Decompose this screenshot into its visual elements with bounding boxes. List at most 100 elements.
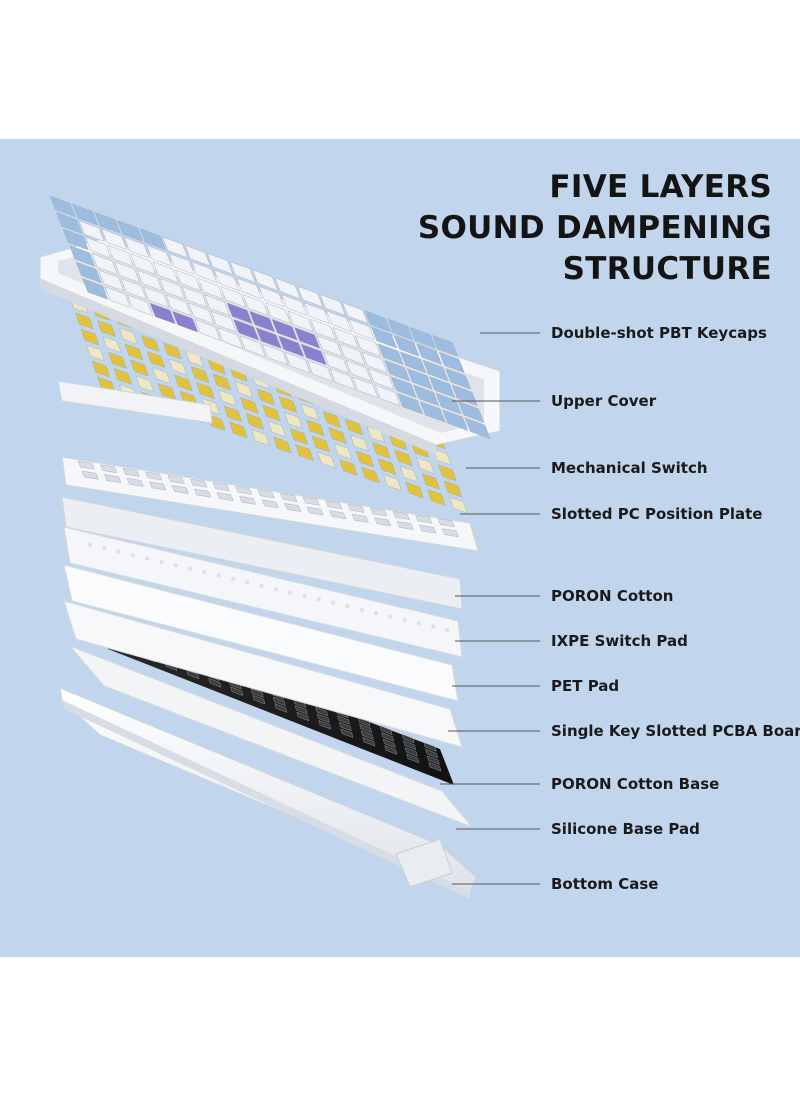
switch [119, 327, 138, 345]
keycap [123, 236, 150, 259]
switch [311, 435, 331, 453]
plate-slot [392, 511, 410, 520]
plate-slot [325, 500, 343, 510]
keycap [114, 261, 141, 284]
foam-slot [252, 694, 266, 705]
foam-slot [337, 715, 351, 725]
bottom-case-layer [59, 687, 477, 899]
pad-hole [173, 563, 178, 568]
pad-hole [373, 610, 379, 616]
keycap [69, 245, 96, 267]
pad-hole [202, 570, 207, 575]
pad-hole [273, 587, 279, 592]
switch [284, 412, 303, 429]
foam-slot [296, 711, 310, 722]
ixpe-switch-pad-layer [63, 526, 463, 658]
pad-hole [116, 549, 121, 554]
callout-mechanical-switch: Mechanical Switch [551, 459, 708, 477]
switch [350, 434, 369, 452]
keycap [323, 351, 350, 374]
switch [113, 368, 133, 385]
keycap [175, 269, 202, 292]
switch [405, 481, 424, 499]
keycap [374, 384, 401, 407]
keycap [345, 360, 372, 382]
keycap [98, 269, 125, 292]
keycap [271, 318, 298, 341]
keycap [191, 261, 218, 283]
foam-slot [230, 686, 244, 696]
switch [432, 448, 452, 466]
foam-slot [294, 705, 308, 715]
keycap [390, 376, 417, 398]
keycap [445, 368, 472, 390]
keycap [213, 269, 240, 292]
keycap [348, 318, 375, 341]
switch [300, 403, 320, 421]
keycap [181, 286, 208, 308]
foam-slot [274, 703, 288, 713]
plate-slot [306, 506, 324, 516]
pad-hole [145, 556, 150, 561]
plate-slot [216, 492, 234, 502]
keycap [82, 278, 109, 300]
pcba-board-layer [63, 600, 463, 748]
leader-lines [440, 332, 540, 885]
keycap [435, 392, 462, 415]
keycap [249, 310, 276, 333]
keycap [146, 244, 173, 267]
keycap [252, 269, 279, 291]
switch [190, 366, 210, 383]
keycap [104, 286, 131, 308]
pad-hole [130, 553, 136, 558]
keycap [226, 302, 253, 325]
keycap [409, 326, 436, 349]
plate-slot [149, 481, 167, 491]
switch [146, 351, 166, 368]
keycap [75, 261, 102, 284]
switch [135, 375, 155, 393]
callout-position-plate: Slotted PC Position Plate [551, 505, 763, 523]
plate-slot [257, 489, 275, 499]
plate-slot [126, 477, 144, 487]
keycap [130, 253, 157, 275]
foam-slot [406, 753, 420, 764]
pad-hole [345, 604, 350, 609]
plate-slot [396, 521, 414, 530]
switch [75, 312, 94, 330]
switch [317, 451, 336, 469]
foam-slot [428, 762, 442, 772]
plate-slot [239, 495, 257, 505]
keycap [236, 277, 263, 300]
keycap [242, 294, 269, 316]
plate-slot [441, 528, 459, 538]
foam-slot [403, 740, 417, 750]
keycap [464, 417, 491, 440]
switch [80, 328, 100, 346]
keycap [284, 351, 311, 374]
keycap [56, 212, 83, 234]
keycap [294, 327, 321, 349]
keycap [162, 236, 189, 259]
keycap [207, 253, 234, 275]
switch [438, 464, 457, 482]
keycap [136, 269, 163, 292]
plate-slot [415, 514, 433, 524]
switch [273, 436, 292, 454]
switch [256, 388, 276, 406]
plate-slot [167, 475, 185, 484]
switch [91, 360, 111, 378]
plate-slot [122, 467, 140, 477]
page-title: FIVE LAYERS SOUND DAMPENING STRUCTURE [418, 167, 772, 290]
plate-slot [104, 474, 122, 484]
switch [163, 342, 182, 360]
keycap [239, 335, 266, 358]
keycap [94, 212, 121, 234]
stabilizer-plate [57, 380, 213, 424]
switch [97, 320, 116, 337]
foam-slot [423, 742, 437, 752]
switch [196, 382, 215, 399]
switch [245, 413, 265, 430]
plate-slot [419, 524, 437, 534]
keycap [85, 236, 112, 259]
